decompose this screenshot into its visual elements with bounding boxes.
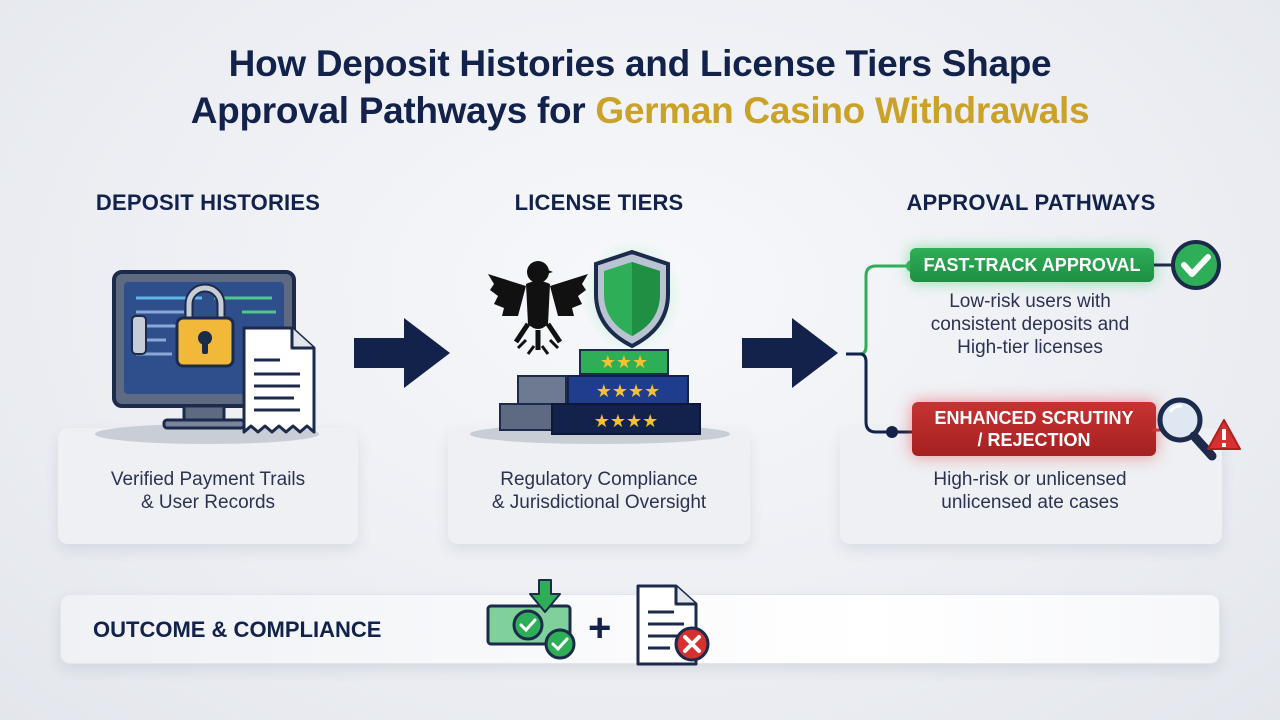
title-line-2-plain: Approval Pathways for: [190, 90, 596, 131]
license-caption-line-2: & Jurisdictional Oversight: [491, 492, 707, 513]
title-line-2: Approval Pathways for German Casino With…: [0, 87, 1280, 134]
svg-text:★★★★: ★★★★: [594, 411, 659, 432]
license-caption: Regulatory Compliance & Jurisdictional O…: [448, 468, 750, 514]
scrutiny-label-line-1: ENHANCED SCRUTINY: [934, 408, 1134, 428]
padlock-icon: [175, 283, 235, 368]
scrutiny-label-line-2: / REJECTION: [977, 430, 1091, 450]
flow-arrow-2: [742, 318, 838, 388]
deposit-caption: Verified Payment Trails & User Records: [58, 468, 358, 514]
warning-icon: [1207, 419, 1241, 450]
fast-track-badge: FAST-TRACK APPROVAL: [910, 248, 1154, 282]
license-caption-line-1: Regulatory Compliance: [500, 469, 698, 490]
scrutiny-description: High-risk or unlicensed unlicensed ate c…: [900, 468, 1160, 514]
scrutiny-desc-line-1: High-risk or unlicensed: [933, 469, 1127, 490]
title-line-1: How Deposit Histories and License Tiers …: [228, 43, 1052, 84]
deposit-caption-line-1: Verified Payment Trails: [110, 469, 306, 490]
check-circle-icon: [1154, 240, 1221, 290]
document-reject-icon: [636, 584, 710, 666]
title-line-2-accent: German Casino Withdrawals: [595, 90, 1090, 131]
deposit-heading: DEPOSIT HISTORIES: [95, 190, 321, 215]
scrutiny-desc-line-2: unlicensed ate cases: [941, 492, 1119, 513]
fast-track-desc-line-2: consistent deposits and: [930, 314, 1130, 335]
cash-icon: [486, 604, 576, 660]
flow-arrow-1: [354, 318, 450, 388]
page-title: How Deposit Histories and License Tiers …: [0, 40, 1280, 134]
fast-track-desc-line-1: Low-risk users with: [949, 291, 1111, 312]
deposit-caption-line-2: & User Records: [140, 492, 276, 513]
license-card: [448, 428, 750, 544]
deposit-card: [58, 428, 358, 544]
fast-track-desc-line-3: High-tier licenses: [957, 337, 1103, 358]
plus-sign: +: [588, 606, 612, 650]
star-tiers-icon: ★★★ ★★★★ ★★★★: [470, 349, 730, 444]
scrutiny-badge: ENHANCED SCRUTINY / REJECTION: [912, 402, 1156, 456]
receipt-icon: [242, 326, 316, 434]
license-heading: LICENSE TIERS: [514, 190, 684, 215]
german-eagle-icon: [488, 261, 588, 355]
svg-text:★★★★: ★★★★: [596, 381, 661, 402]
shield-icon: [582, 240, 682, 352]
approval-heading: APPROVAL PATHWAYS: [906, 190, 1156, 215]
download-arrow-icon: [529, 579, 561, 613]
fast-track-description: Low-risk users with consistent deposits …: [900, 290, 1160, 359]
magnifier-icon: [1152, 397, 1217, 461]
svg-text:★★★: ★★★: [600, 352, 648, 373]
outcome-label: OUTCOME & COMPLIANCE: [93, 617, 382, 642]
